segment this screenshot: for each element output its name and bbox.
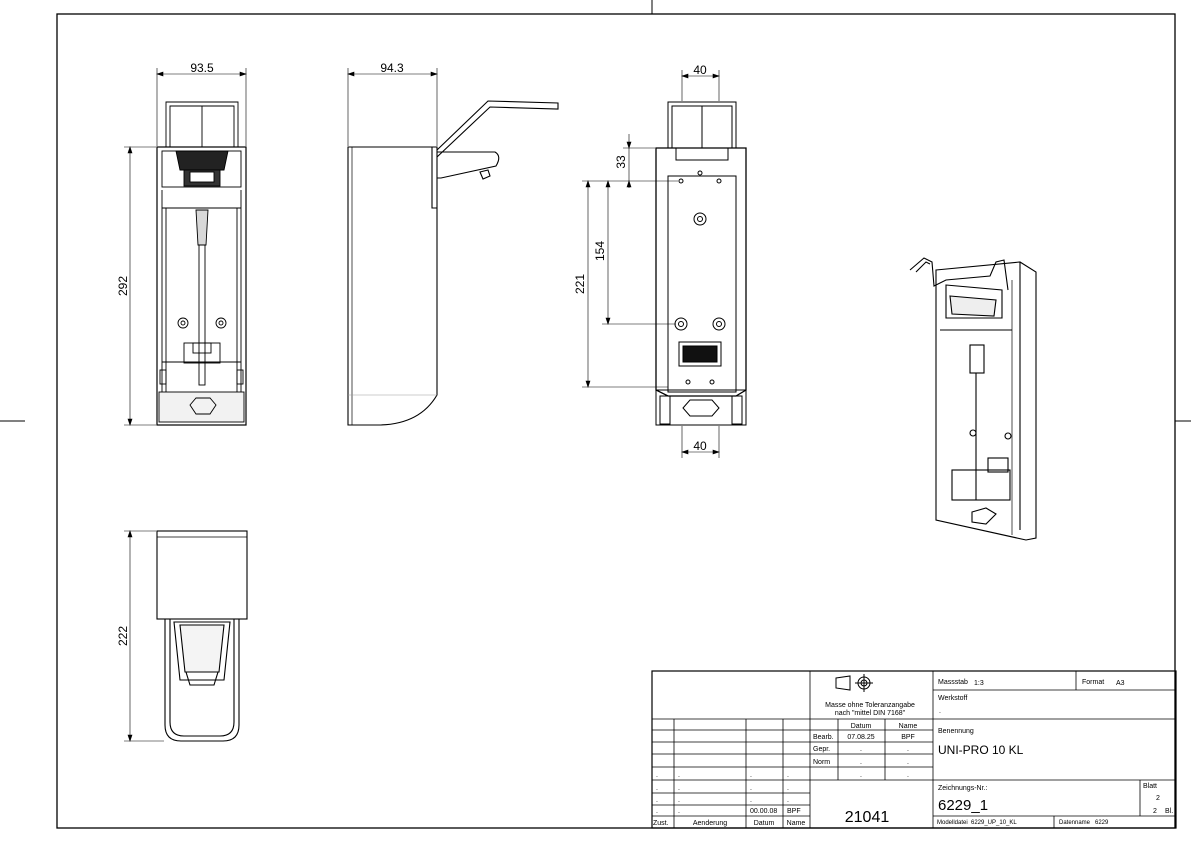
scale-value: 1:3: [974, 680, 984, 687]
row-blank-name: .: [907, 772, 909, 779]
model-value: 6229_UP_10_KL: [971, 820, 1017, 826]
dim-side-depth: 94.3: [380, 61, 404, 75]
row-bearb-label: Bearb.: [813, 734, 834, 741]
col-date-header: Datum: [851, 723, 872, 730]
tolerance-note-line1: Masse ohne Toleranzangabe: [825, 702, 915, 709]
rev-row3-name: .: [787, 797, 789, 804]
rev-row2-aend: .: [678, 785, 680, 792]
rev-row3-aend: .: [678, 797, 680, 804]
sheets-suffix: Bl.: [1165, 808, 1173, 815]
row-gepr-label: Gepr.: [813, 746, 830, 753]
rev-row1-zust: .: [656, 772, 658, 779]
rev-row1-date: .: [750, 772, 752, 779]
dim-front-height: 292: [116, 276, 130, 296]
dim-front-width: 93.5: [190, 61, 214, 75]
col-name-header: Name: [899, 723, 918, 730]
bearb-name: BPF: [901, 734, 915, 741]
rev-row3-zust: .: [656, 797, 658, 804]
rev-row2-zust: .: [656, 785, 658, 792]
rev-aenderung-header: Aenderung: [693, 820, 727, 827]
drawing-number: 6229_1: [938, 797, 988, 814]
dim-rear-hole-height: 221: [573, 274, 587, 294]
name-label: Benennung: [938, 728, 974, 735]
rev-row2-name: .: [787, 785, 789, 792]
sheet-label: Blatt: [1143, 783, 1157, 790]
tolerance-note-line2: nach "mittel DIN 7168": [835, 710, 906, 717]
rev-row1-name: .: [787, 772, 789, 779]
rear-view: [655, 101, 747, 426]
dim-rear-bottom-width: 40: [693, 439, 707, 453]
title-block: [651, 670, 1177, 829]
rev-datum-header: Datum: [754, 820, 775, 827]
sheet-value: 2: [1156, 795, 1160, 802]
drawing-no-label: Zeichnungs-Nr.:: [938, 785, 987, 792]
order-number: 21041: [845, 809, 890, 826]
rev-name-header: Name: [787, 820, 806, 827]
dim-rear-hole-spacing: 154: [593, 241, 607, 261]
model-label: Modelldatei: [937, 820, 968, 826]
sheets-total: 2: [1153, 808, 1157, 815]
front-view: [156, 101, 247, 426]
dim-rear-top-width: 40: [693, 63, 707, 77]
row-norm-label: Norm: [813, 759, 830, 766]
bearb-date: 07.08.25: [847, 734, 874, 741]
row-blank-date: .: [860, 772, 862, 779]
title-block-text: Masse ohne Toleranzangabe nach "mittel D…: [653, 679, 1173, 827]
projection-symbol-icon: [835, 674, 873, 692]
dimension-labels: 93.5 94.3 292 222 40 40 33 154 221: [116, 61, 707, 646]
rev-row2-date: .: [750, 785, 752, 792]
drawing-name: UNI-PRO 10 KL: [938, 743, 1024, 757]
rev-date-value: 00.00.08: [750, 808, 777, 815]
dimension-lines: [124, 68, 720, 742]
gepr-date: .: [860, 746, 862, 753]
dim-top-depth: 222: [116, 626, 130, 646]
data-label: Datenname: [1059, 820, 1091, 826]
side-view: [347, 100, 559, 426]
rev-zust-header: Zust.: [653, 820, 669, 827]
top-view: [156, 530, 248, 742]
format-label: Format: [1082, 679, 1104, 686]
rev-row3-date: .: [750, 797, 752, 804]
dim-rear-offset: 33: [614, 155, 628, 169]
rev-row4-zust: .: [656, 808, 658, 815]
norm-name: .: [907, 759, 909, 766]
format-value: A3: [1116, 680, 1125, 687]
rev-row1-aend: .: [678, 772, 680, 779]
norm-date: .: [860, 759, 862, 766]
material-value: .: [939, 708, 941, 715]
rev-row4-aend: .: [678, 808, 680, 815]
gepr-name: .: [907, 746, 909, 753]
rev-name-value: BPF: [787, 808, 801, 815]
scale-label: Massstab: [938, 679, 968, 686]
material-label: Werkstoff: [938, 695, 967, 702]
isometric-view: [909, 257, 1037, 541]
data-value: 6229: [1095, 820, 1109, 826]
